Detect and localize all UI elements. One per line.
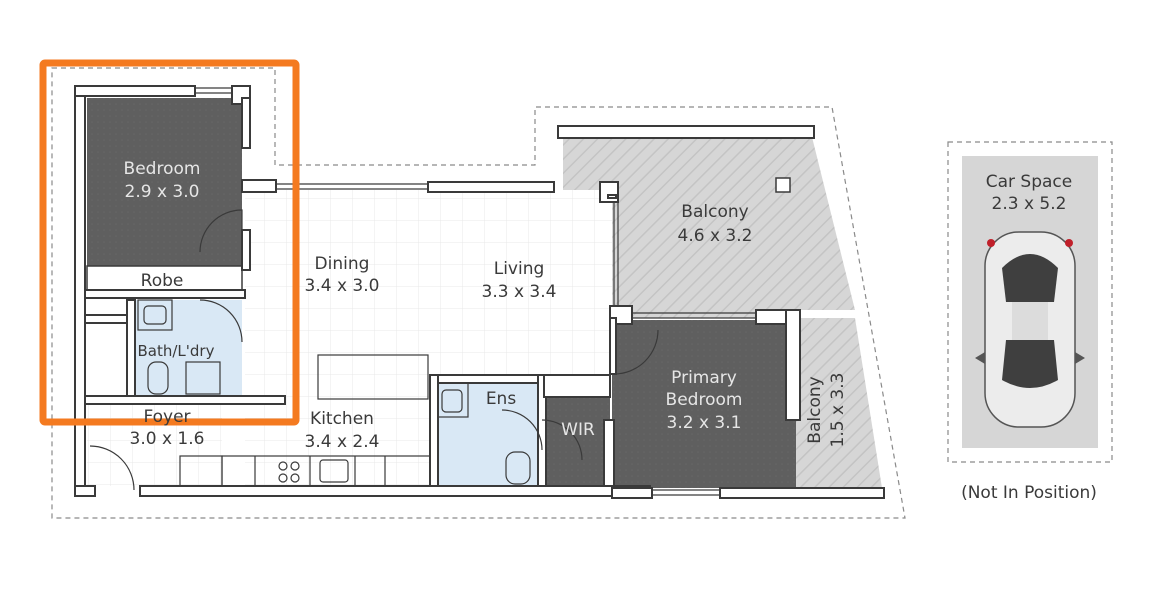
unit-boundary xyxy=(51,67,906,519)
ensuite-name: Ens xyxy=(486,389,517,409)
primary-bedroom-name-2: Bedroom xyxy=(666,390,743,410)
bath-fixtures xyxy=(137,299,531,485)
balcony-side-floor xyxy=(796,318,882,488)
robe-name: Robe xyxy=(141,271,184,291)
dining-name: Dining xyxy=(315,254,370,274)
car-space-size: 2.3 x 5.2 xyxy=(992,194,1067,214)
dining-size: 3.4 x 3.0 xyxy=(305,276,380,296)
primary-bedroom-name: Primary xyxy=(671,368,737,388)
balcony-main-size: 4.6 x 3.2 xyxy=(678,226,753,246)
bedroom-name: Bedroom xyxy=(124,159,201,179)
primary-bedroom-size: 3.2 x 3.1 xyxy=(667,413,742,433)
car-space-boundary xyxy=(947,141,1113,463)
living-name: Living xyxy=(494,259,545,279)
living-floor xyxy=(245,190,612,485)
foyer-size: 3.0 x 1.6 xyxy=(130,429,205,449)
wir-name: WIR xyxy=(561,420,595,440)
foyer-floor xyxy=(87,404,222,486)
balcony-side-size: 1.5 x 3.3 xyxy=(828,373,848,448)
car-space-note: (Not In Position) xyxy=(961,483,1097,503)
primary-bedroom-floor xyxy=(612,320,796,488)
kitchen-joinery xyxy=(179,354,431,487)
car-icon xyxy=(975,231,1085,428)
door-swings xyxy=(89,209,659,491)
car-space: Car Space 2.3 x 5.2 (Not In Position) xyxy=(947,141,1113,503)
ensuite-floor xyxy=(436,381,542,485)
balcony-main-name: Balcony xyxy=(681,202,748,222)
windows xyxy=(195,87,756,496)
walls xyxy=(74,85,885,499)
bedroom-floor xyxy=(87,98,242,266)
car-space-name: Car Space xyxy=(986,172,1073,192)
balcony-column xyxy=(775,177,791,193)
bedroom-highlight xyxy=(39,59,300,426)
living-size: 3.3 x 3.4 xyxy=(482,282,557,302)
balcony-side-name: Balcony xyxy=(805,376,825,443)
bath-name: Bath/L'dry xyxy=(138,342,215,360)
foyer-name: Foyer xyxy=(143,407,190,427)
bedroom-size: 2.9 x 3.0 xyxy=(125,182,200,202)
bath-floor xyxy=(134,300,242,398)
kitchen-name: Kitchen xyxy=(310,409,374,429)
kitchen-size: 3.4 x 2.4 xyxy=(305,432,380,452)
